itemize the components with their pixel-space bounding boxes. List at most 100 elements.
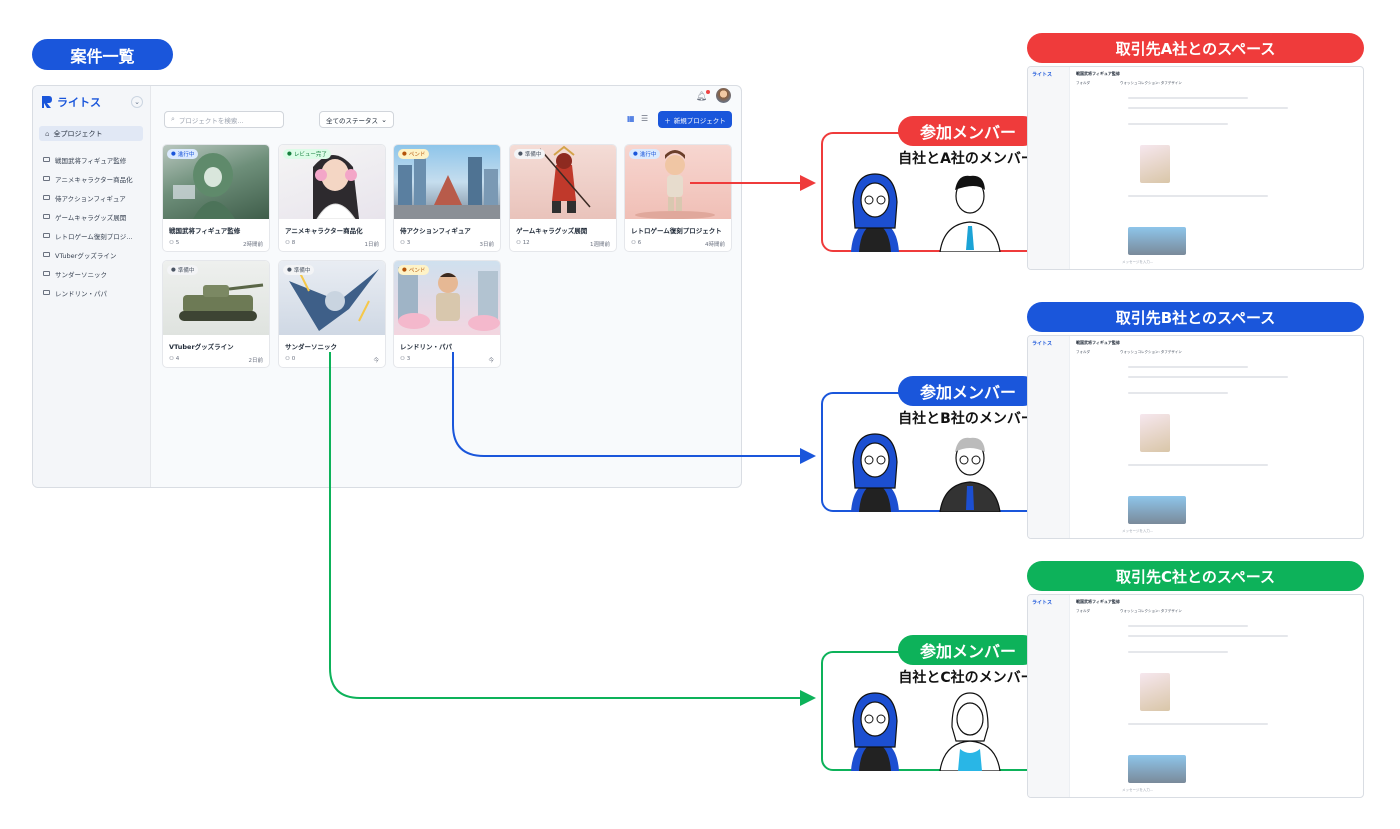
member-pill: 参加メンバー: [898, 376, 1038, 406]
chat-image: [1128, 227, 1186, 255]
message-input[interactable]: メッセージを入力...: [1122, 529, 1154, 533]
member-pill: 参加メンバー: [898, 635, 1038, 665]
chat-image: [1140, 145, 1170, 183]
status-badge: ● 進行中: [167, 149, 199, 159]
space-title-c: 取引先C社とのスペース: [1027, 561, 1364, 591]
space-sidebar: [1028, 336, 1070, 538]
updated-time: 今: [373, 358, 379, 364]
sidebar-item-label: ゲームキャラグッズ展開: [55, 213, 127, 222]
folder-icon: [43, 214, 50, 219]
new-project-label: 新規プロジェクト: [673, 116, 726, 125]
members-count: ⚇ 3: [400, 240, 411, 246]
card-title: 侍アクションフィギュア: [400, 227, 471, 235]
app-logo[interactable]: ライトス: [41, 94, 101, 110]
space-panel-c: ライトス 戦国武将フィギュア監修 フォルダ ウォッシュコレクション: タフデザイ…: [1027, 594, 1364, 798]
search-input[interactable]: ⌕ プロジェクトを検索...: [164, 111, 284, 128]
man-suit-icon: [939, 175, 1001, 252]
space-sidebar: [1028, 67, 1070, 269]
sidebar-item-label: サンダーソニック: [55, 270, 107, 279]
sidebar-item-project[interactable]: ゲームキャラグッズ展開: [43, 207, 133, 226]
sidebar-item-label: アニメキャラクター商品化: [55, 175, 133, 184]
sidebar-item-project[interactable]: 戦国武将フィギュア監修: [43, 150, 133, 169]
list-view-icon[interactable]: ☰: [641, 114, 649, 123]
members-count: ⚇ 6: [631, 240, 642, 246]
folder-icon: [43, 233, 50, 238]
space-title-b: 取引先B社とのスペース: [1027, 302, 1364, 332]
status-badge: ● 準備中: [167, 265, 199, 275]
avatar[interactable]: [716, 88, 731, 103]
member-caption: 自社とB社のメンバー: [898, 411, 1035, 427]
plus-icon: ＋: [664, 116, 671, 125]
logo-icon: [42, 96, 52, 108]
space-title-a: 取引先A社とのスペース: [1027, 33, 1364, 63]
members-count: ⚇ 0: [285, 356, 296, 362]
space-logo: ライトス: [1032, 600, 1053, 606]
members-count: ⚇ 3: [400, 356, 411, 362]
members-count: ⚇ 12: [516, 240, 530, 246]
status-badge: ● 準備中: [283, 265, 315, 275]
member-caption: 自社とA社のメンバー: [898, 151, 1035, 167]
sidebar-item-project[interactable]: VTuberグッズライン: [43, 245, 133, 264]
space-title: 戦国武将フィギュア監修: [1076, 71, 1120, 76]
card-meta: ⚇ 4 2日前: [169, 356, 263, 364]
message-input[interactable]: メッセージを入力...: [1122, 788, 1154, 792]
sidebar-item-project[interactable]: レンドリン・パパ: [43, 283, 133, 302]
grid-view-icon[interactable]: ▦: [627, 114, 635, 123]
space-panel-b: ライトス 戦国武将フィギュア監修 フォルダ ウォッシュコレクション: タフデザイ…: [1027, 335, 1364, 539]
updated-time: 2日前: [248, 358, 264, 364]
updated-time: 1日前: [364, 242, 380, 248]
folder-icon: [43, 290, 50, 295]
woman-glasses-icon: [851, 173, 899, 252]
card-meta: ⚇ 8 1日前: [285, 240, 379, 248]
status-badge: ● ペンド: [398, 149, 430, 159]
chat-image: [1128, 496, 1186, 524]
woman-glasses-icon: [851, 692, 899, 771]
home-icon: ⌂: [45, 129, 50, 138]
new-project-button[interactable]: ＋ 新規プロジェクト: [658, 111, 732, 128]
project-thumbnail: [163, 145, 269, 219]
folder-icon: [43, 271, 50, 276]
members-count: ⚇ 4: [169, 356, 180, 362]
status-select[interactable]: 全てのステータス ⌄: [319, 111, 394, 128]
space-title: 戦国武将フィギュア監修: [1076, 599, 1120, 604]
bell-icon[interactable]: 🔔︎: [695, 92, 707, 102]
space-folder-label: フォルダ: [1076, 609, 1090, 613]
card-title: レトロゲーム復刻プロジェクト: [631, 227, 722, 235]
sidebar-item-label: VTuberグッズライン: [55, 251, 117, 260]
folder-icon: [43, 176, 50, 181]
sidebar-project-list: 戦国武将フィギュア監修 アニメキャラクター商品化 侍アクションフィギュア ゲーム…: [43, 150, 133, 302]
space-folder-label: フォルダ: [1076, 81, 1090, 85]
updated-time: 2時間前: [243, 242, 263, 248]
sidebar-item-all-projects[interactable]: ⌂ 全プロジェクト: [39, 126, 143, 141]
sidebar-item-project[interactable]: サンダーソニック: [43, 264, 133, 283]
folder-icon: [43, 157, 50, 162]
sidebar-item-label: 戦国武将フィギュア監修: [55, 156, 127, 165]
folder-icon: [43, 252, 50, 257]
members-count: ⚇ 8: [285, 240, 296, 246]
message-input[interactable]: メッセージを入力...: [1122, 260, 1154, 264]
status-badge: ● ペンド: [398, 265, 430, 275]
member-caption: 自社とC社のメンバー: [898, 670, 1035, 686]
card-title: ゲームキャラグッズ展開: [516, 227, 588, 235]
sidebar-item-project[interactable]: アニメキャラクター商品化: [43, 169, 133, 188]
space-chat-title: ウォッシュコレクション: タフデザイン: [1120, 609, 1182, 613]
chevron-down-icon: ⌄: [381, 115, 387, 124]
logo-text: ライトス: [57, 96, 101, 109]
sidebar-item-project[interactable]: 侍アクションフィギュア: [43, 188, 133, 207]
sidebar-item-project[interactable]: レトロゲーム復刻プロジ…: [43, 226, 133, 245]
member-pill: 参加メンバー: [898, 116, 1038, 146]
sidebar-item-label: レンドリン・パパ: [55, 289, 107, 298]
page-title: 案件一覧: [32, 39, 173, 70]
chevron-down-icon[interactable]: ⌄: [131, 96, 143, 108]
woman-icon: [939, 692, 1001, 771]
